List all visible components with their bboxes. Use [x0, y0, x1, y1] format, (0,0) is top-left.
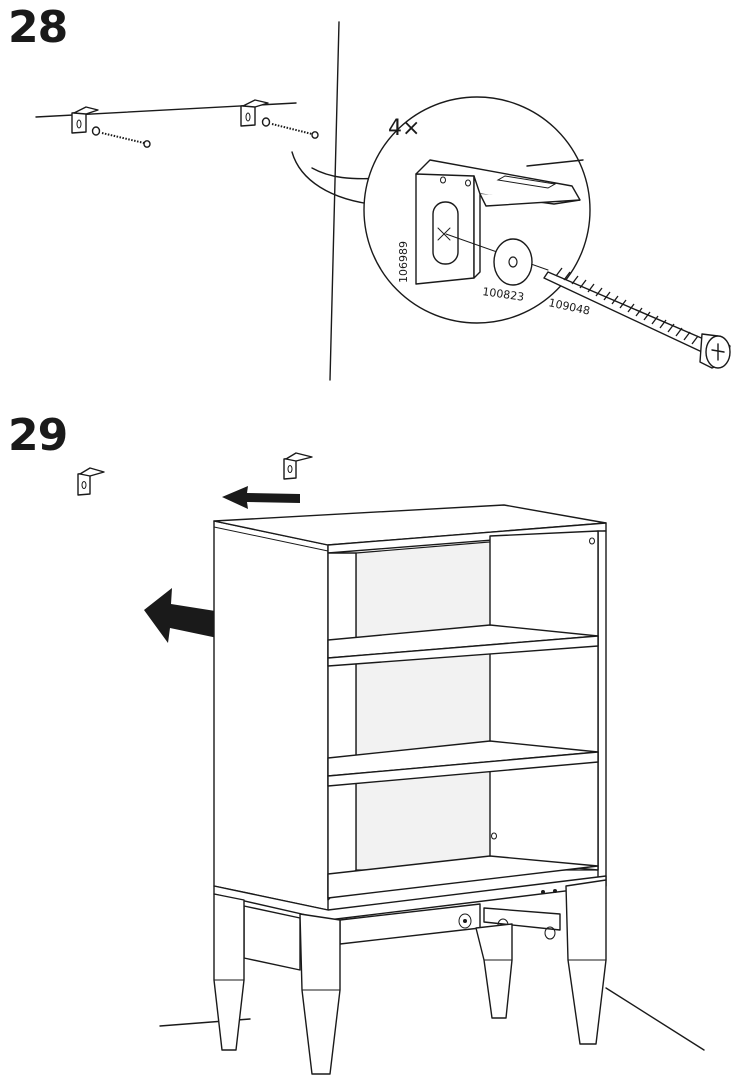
- wall-bracket-icon: [71, 106, 99, 134]
- cabinet-leg: [565, 879, 607, 1045]
- part-number-bracket: 106989: [397, 241, 410, 283]
- floor-line: [605, 987, 705, 1051]
- callout-pointer: [291, 151, 379, 206]
- cabinet-leg: [475, 923, 513, 1019]
- step-number-29: 29: [8, 410, 68, 461]
- step-number-28: 28: [8, 2, 68, 53]
- arrow-left-icon: [222, 486, 300, 509]
- wall-bracket-icon: [283, 452, 313, 480]
- part-number-screw: 109048: [547, 296, 591, 317]
- cabinet-side-panel: [213, 520, 329, 911]
- detail-wall-line: [526, 159, 584, 167]
- screw-icon: [271, 123, 319, 139]
- quantity-label: 4×: [388, 116, 420, 141]
- wall-bracket-icon: [240, 99, 269, 127]
- washer-icon: [91, 126, 101, 136]
- step-28-illustration: 4× 106989 100823 109048: [35, 21, 731, 381]
- screw-icon: [543, 267, 731, 369]
- screw-icon: [101, 132, 151, 148]
- cabinet-leg: [299, 913, 341, 1075]
- washer-icon: [261, 117, 271, 127]
- washer-icon: [493, 238, 533, 286]
- part-number-washer: 100823: [482, 285, 525, 304]
- wall-corner-line: [329, 21, 340, 381]
- drawer-runner: [483, 907, 561, 931]
- wall-bracket-icon: [77, 467, 105, 496]
- cabinet-leg: [213, 893, 245, 1051]
- cabinet-bottom: [327, 855, 599, 899]
- arrow-left-icon: [144, 588, 228, 643]
- step-29-illustration: [77, 452, 705, 1075]
- wall-bracket-icon: [415, 159, 581, 285]
